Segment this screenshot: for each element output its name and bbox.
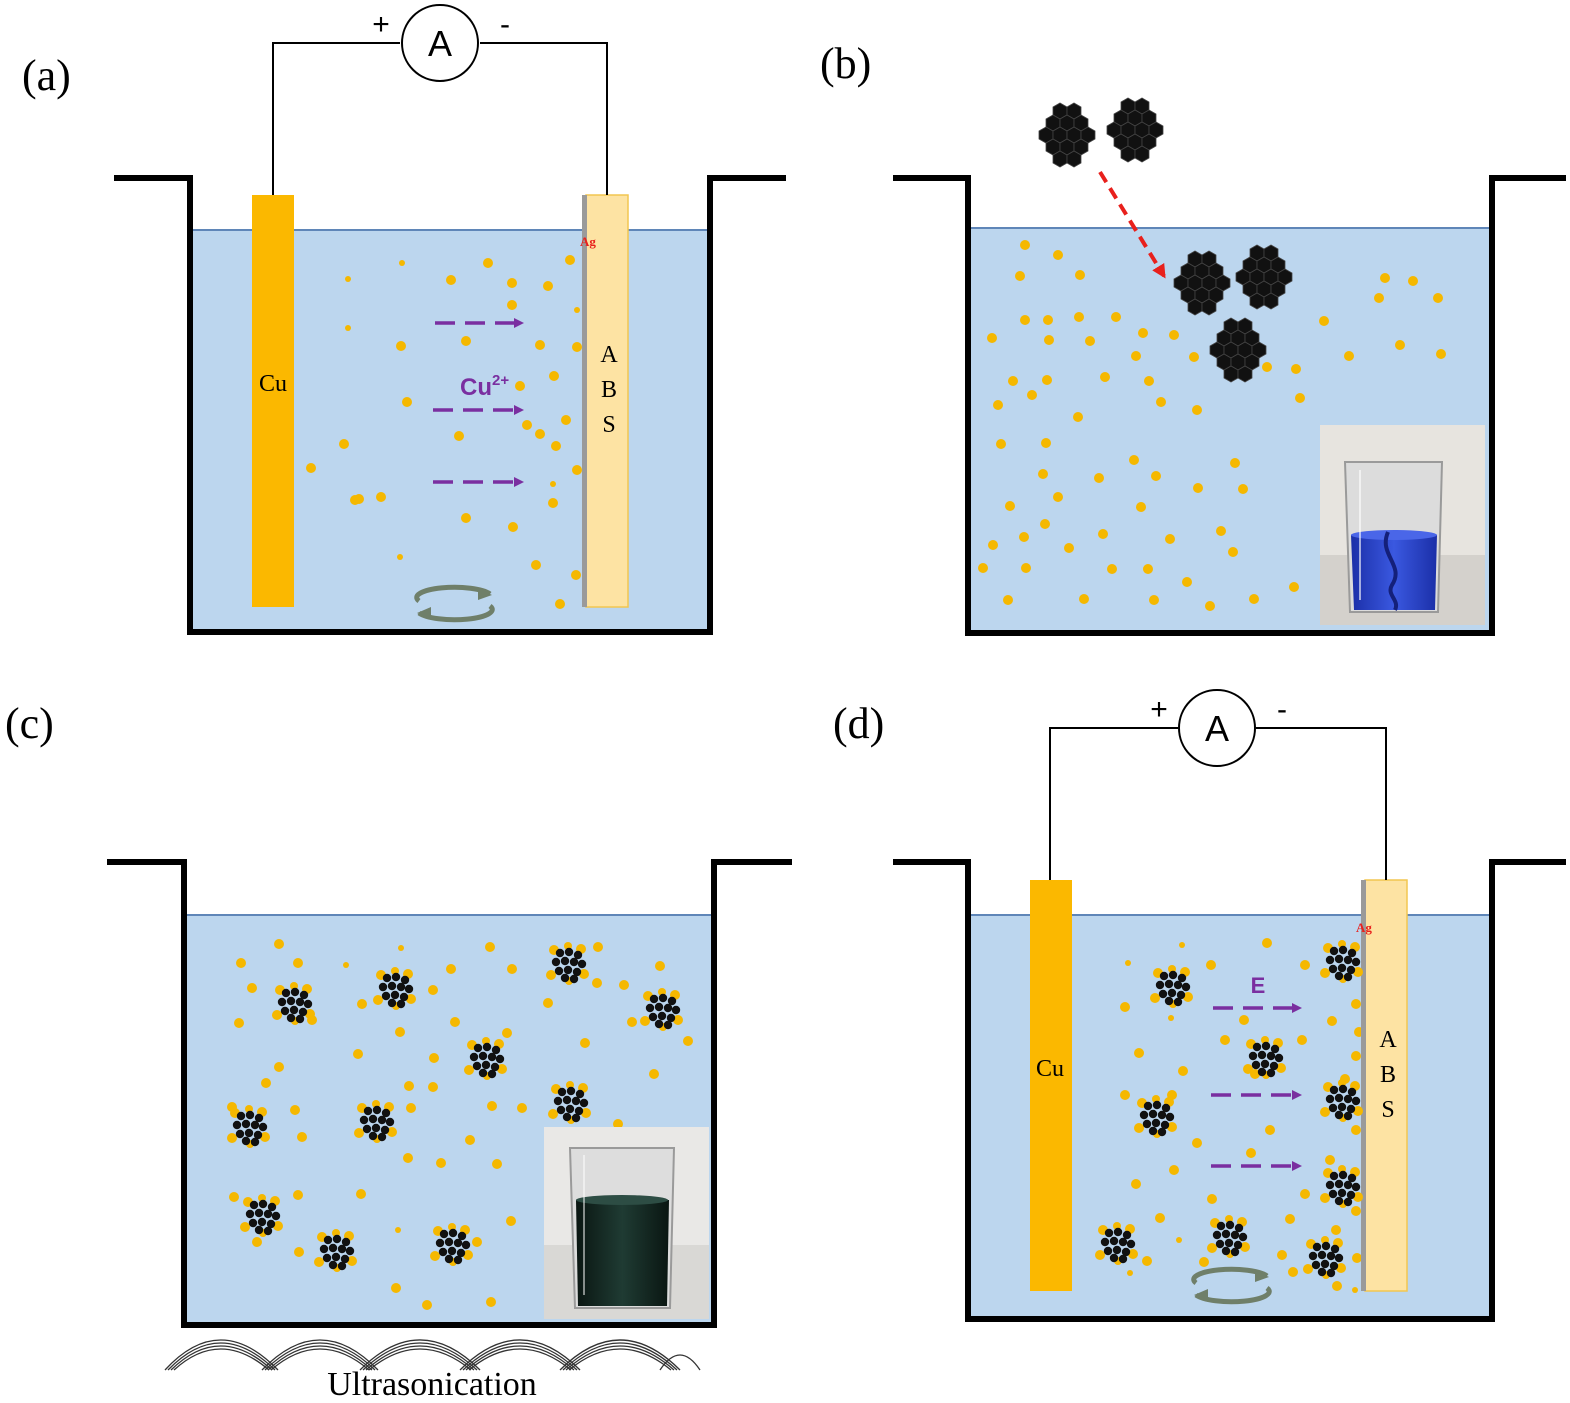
tank-wall <box>893 175 1566 636</box>
ion-migration-arrows <box>433 318 524 487</box>
decorated-cluster <box>1320 940 1363 983</box>
copper-ion-label: Cu2+ <box>460 372 509 401</box>
copper-electrode-label: Cu <box>259 371 287 397</box>
decorated-cluster <box>1320 1165 1363 1208</box>
positive-terminal-label: + <box>1150 693 1168 726</box>
abs-letter-b: B <box>1380 1062 1396 1088</box>
graphene-cluster <box>1106 97 1164 163</box>
silver-coating-layer <box>582 195 587 607</box>
decorated-cluster <box>546 942 589 985</box>
abs-letter-a: A <box>600 342 618 368</box>
ammeter <box>401 4 479 82</box>
beaker-photo-dark <box>544 1127 709 1319</box>
wire <box>1256 727 1387 880</box>
stirring-icon-arrowhead <box>1194 1289 1208 1302</box>
tank-wall <box>107 859 792 1328</box>
copper-electrode <box>1030 880 1072 1291</box>
silver-coating-layer <box>1361 880 1366 1291</box>
silver-coating-label: Ag <box>1356 920 1372 935</box>
abs-letter-s: S <box>1381 1097 1394 1123</box>
decorated-cluster <box>1243 1036 1286 1079</box>
panel-b: (b) <box>820 39 1566 636</box>
negative-terminal-label: - <box>500 8 510 41</box>
stirring-icon-arrowhead <box>478 588 492 600</box>
ultrasonication-caption: Ultrasonication <box>327 1366 537 1403</box>
abs-letter-s: S <box>602 412 615 438</box>
panel-d: (d) Cu A B S Ag A + <box>833 689 1566 1322</box>
decorated-cluster <box>1134 1095 1177 1138</box>
abs-letter-b: B <box>601 377 617 403</box>
stirring-icon-arrowhead <box>417 607 431 620</box>
decorated-cluster <box>1207 1215 1250 1258</box>
copper-electrode-label: Cu <box>1036 1056 1064 1082</box>
decorated-cluster <box>373 967 416 1010</box>
decorated-cluster <box>354 1100 397 1143</box>
silver-coating-label: Ag <box>580 234 596 249</box>
ammeter-label: A <box>1205 708 1229 749</box>
particles <box>227 939 693 1310</box>
decorated-cluster <box>240 1194 283 1237</box>
negative-terminal-label: - <box>1277 693 1287 726</box>
decorated-cluster <box>430 1223 473 1266</box>
tank-wall <box>893 859 1566 1322</box>
abs-electrode <box>1364 879 1408 1292</box>
decorated-cluster <box>548 1081 591 1124</box>
ultrasonic-waves <box>164 1339 701 1371</box>
positive-terminal-label: + <box>372 8 390 41</box>
panel-d-label: (d) <box>833 699 884 748</box>
decorated-cluster <box>1320 1079 1363 1122</box>
wire <box>272 42 400 195</box>
panel-a-label: (a) <box>22 51 71 100</box>
electric-field-label: E <box>1251 973 1266 998</box>
decorated-cluster <box>314 1229 357 1272</box>
wire <box>480 42 608 195</box>
ammeter <box>1178 689 1256 767</box>
decorated-cluster <box>464 1037 507 1080</box>
beaker-photo-blue <box>1320 425 1485 625</box>
panel-c-label: (c) <box>5 699 54 748</box>
decorated-cluster <box>272 982 315 1025</box>
deposition-arrow <box>1098 170 1166 279</box>
decorated-cluster <box>1150 965 1193 1008</box>
decorated-cluster <box>640 988 683 1031</box>
graphene-cluster <box>1038 102 1096 168</box>
panel-c: (c) <box>5 699 792 1403</box>
field-arrows <box>1211 1003 1302 1171</box>
decorated-cluster <box>1095 1222 1138 1265</box>
abs-letter-a: A <box>1379 1027 1397 1053</box>
decorated-cluster <box>227 1105 270 1148</box>
wire <box>1049 727 1178 880</box>
tank-wall <box>114 175 786 635</box>
panel-b-label: (b) <box>820 39 871 88</box>
copper-electrode <box>252 195 294 607</box>
particles <box>978 240 1446 611</box>
panel-a: (a) Cu A B S Ag A + - <box>22 4 786 635</box>
decorated-cluster <box>1303 1236 1346 1279</box>
particles <box>1120 938 1364 1293</box>
ammeter-label: A <box>428 23 452 64</box>
stirring-icon-arrowhead <box>1255 1270 1269 1282</box>
particles <box>306 255 582 609</box>
